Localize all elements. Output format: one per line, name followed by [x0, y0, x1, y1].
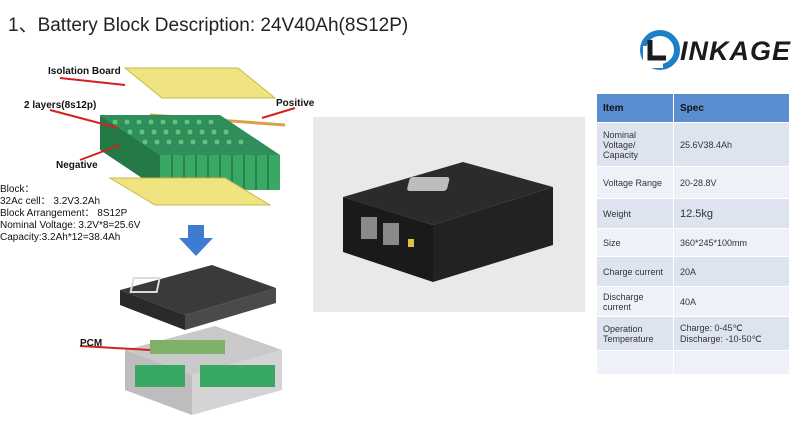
spec-table-header: Item Spec [596, 93, 790, 123]
table-row: Charge current 20A [596, 256, 790, 287]
block-info-line: Nominal Voltage: 3.2V*8=25.6V [0, 220, 141, 231]
header-spec: Spec [673, 93, 790, 123]
spec-value-cell: 20A [673, 256, 790, 287]
spec-value-cell [673, 350, 790, 375]
spec-value-cell: 40A [673, 286, 790, 317]
label-layers: 2 layers(8s12p) [24, 100, 97, 111]
label-positive: Positive [276, 98, 315, 109]
table-row: Discharge current 40A [596, 286, 790, 317]
page-title: 1、Battery Block Description: 24V40Ah(8S1… [8, 15, 409, 36]
table-row [596, 350, 790, 375]
table-row: Voltage Range 20-28.8V [596, 166, 790, 199]
spec-value-cell: 20-28.8V [673, 166, 790, 199]
table-row: Size 360*245*100mm [596, 228, 790, 257]
spec-value-cell: 25.6V38.4Ah [673, 122, 790, 167]
brand-logo: INKAGE [640, 30, 790, 70]
spec-value-cell: 12.5kg [673, 198, 790, 229]
spec-table: Item Spec Nominal Voltage/ Capacity 25.6… [596, 93, 790, 375]
label-negative: Negative [56, 160, 98, 171]
table-row: Operation Temperature Charge: 0-45℃ Disc… [596, 316, 790, 351]
block-info-line: Capacity:3.2Ah*12=38.4Ah [0, 232, 121, 243]
spec-item-cell: Discharge current [596, 286, 674, 317]
block-info-line: Block： [0, 184, 35, 195]
label-pcm: PCM [80, 338, 103, 349]
spec-value-cell: 360*245*100mm [673, 228, 790, 257]
battery-case-illustration [343, 162, 553, 282]
battery-exploded-diagram: Isolation Board 2 layers(8s12p) Positive… [0, 60, 314, 420]
block-info-line: 32Ac cell： 3.2V3.2Ah [0, 196, 101, 207]
block-info-line: Block Arrangement： 8S12P [0, 208, 128, 219]
spec-item-cell: Nominal Voltage/ Capacity [596, 122, 674, 167]
table-row: Nominal Voltage/ Capacity 25.6V38.4Ah [596, 122, 790, 167]
table-row: Weight 12.5kg [596, 198, 790, 229]
header-item: Item [596, 93, 674, 123]
battery-product-photo [313, 117, 585, 312]
logo-text: INKAGE [680, 36, 792, 66]
spec-item-cell: Weight [596, 198, 674, 229]
label-isolation-board: Isolation Board [48, 66, 121, 77]
block-info: Block： 32Ac cell： 3.2V3.2Ah Block Arrang… [0, 184, 140, 244]
spec-item-cell: Size [596, 228, 674, 257]
battery-diagram-illustration [49, 67, 296, 415]
spec-item-cell: Voltage Range [596, 166, 674, 199]
logo-mark-icon [640, 30, 680, 70]
spec-value-cell: Charge: 0-45℃ Discharge: -10-50℃ [673, 316, 790, 351]
spec-item-cell: Charge current [596, 256, 674, 287]
spec-item-cell: Operation Temperature [596, 316, 674, 351]
spec-item-cell [596, 350, 674, 375]
